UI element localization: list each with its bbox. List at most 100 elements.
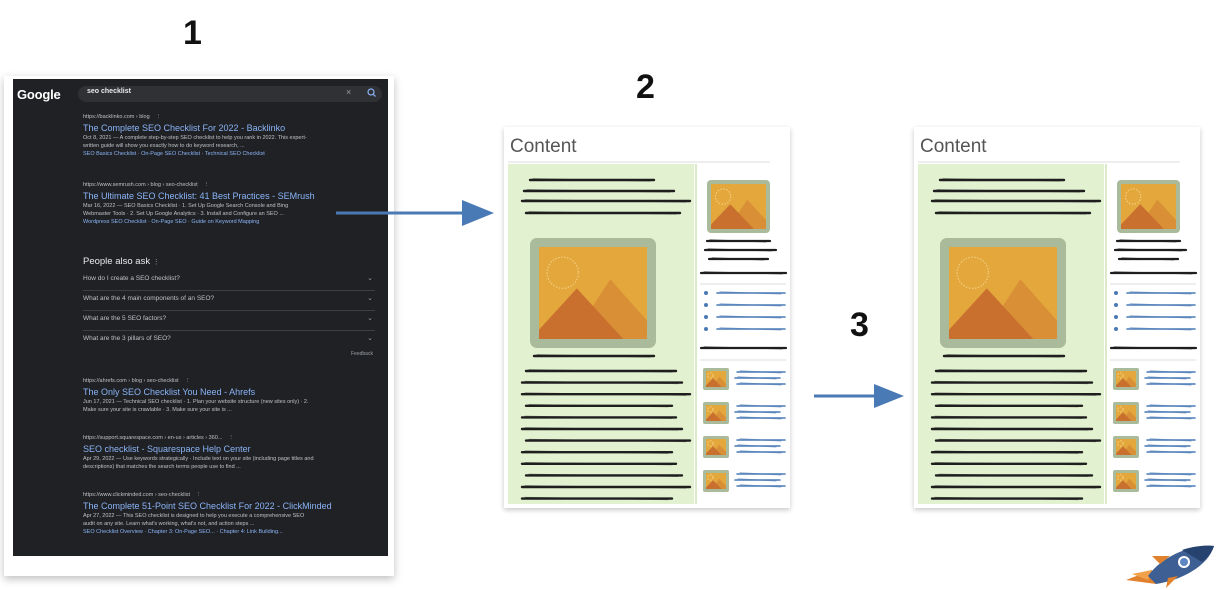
mountain-icon: [706, 480, 722, 489]
text-line: [711, 257, 765, 261]
bullet-icon: [704, 315, 708, 319]
search-engine-logo: Google: [17, 87, 61, 102]
result-url: https://www.semrush.com › blog › seo-che…: [83, 182, 210, 188]
search-result: https://support.squarespace.com › en-us …: [83, 434, 373, 471]
search-query: seo checklist: [87, 88, 131, 95]
result-title-link[interactable]: SEO checklist - Squarespace Help Center: [83, 444, 251, 454]
text-line: [934, 380, 1089, 385]
text-line: [1147, 410, 1187, 414]
sun-icon: [1117, 440, 1124, 447]
search-result: https://ahrefs.com › blog › seo-checklis…: [83, 377, 373, 414]
sun-icon: [546, 256, 579, 289]
result-snippet: Mar 16, 2022 — SEO Basics Checklist · 1.…: [83, 203, 289, 209]
text-line: [526, 189, 671, 193]
text-line: [1129, 315, 1192, 319]
bullet-icon: [1114, 315, 1118, 319]
content-wireframe-page: Content: [914, 127, 1200, 508]
text-line: [934, 496, 1079, 501]
sun-icon: [707, 406, 714, 413]
text-line: [934, 415, 1083, 419]
text-line: [528, 404, 669, 408]
people-also-ask-question[interactable]: How do I create a SEO checklist?⌄: [83, 272, 375, 291]
text-line: [934, 462, 1083, 466]
result-sitelinks[interactable]: SEO Basics Checklist · On-Page SEO Check…: [83, 151, 265, 157]
sun-icon: [956, 256, 989, 289]
mountain-icon: [1116, 378, 1132, 387]
text-line: [737, 478, 777, 482]
result-snippet: Jun 17, 2021 — Technical SEO checklist ·…: [83, 399, 309, 405]
text-line: [934, 392, 1097, 396]
step-number-1: 1: [183, 14, 202, 52]
text-line: [1117, 248, 1183, 252]
result-snippet: audit on any site. Learn what's working,…: [83, 521, 255, 527]
text-line: [739, 370, 782, 374]
text-line: [524, 485, 687, 489]
text-line: [739, 382, 782, 386]
text-line: [1149, 438, 1192, 442]
search-icon[interactable]: [365, 87, 379, 99]
close-icon[interactable]: ×: [346, 87, 352, 97]
result-title-link[interactable]: The Ultimate SEO Checklist: 41 Best Prac…: [83, 191, 315, 201]
result-url: https://support.squarespace.com › en-us …: [83, 435, 234, 441]
search-results-screenshot: Google seo checklist × https://backlinko…: [4, 76, 394, 576]
result-snippet: written guide will show you exactly how …: [83, 143, 245, 149]
search-bar[interactable]: seo checklist ×: [78, 86, 382, 102]
search-result: https://www.semrush.com › blog › seo-che…: [83, 181, 373, 226]
bullet-icon: [1114, 291, 1118, 295]
bullet-icon: [704, 303, 708, 307]
text-line: [946, 354, 1061, 358]
arrow-right-icon: [814, 384, 904, 408]
text-line: [934, 485, 1097, 489]
result-sitelinks[interactable]: SEO Checklist Overview · Chapter 3: On-P…: [83, 529, 283, 535]
text-line: [1129, 291, 1192, 295]
search-result: https://www.clickminded.com › seo-checkl…: [83, 491, 373, 536]
text-line: [1149, 370, 1192, 374]
people-also-ask-question[interactable]: What are the 3 pillars of SEO?⌄: [83, 332, 375, 350]
text-line: [703, 271, 783, 275]
people-also-ask-question[interactable]: What are the 5 SEO factors?⌄: [83, 312, 375, 331]
mountain-icon: [949, 288, 1034, 339]
chevron-down-icon: ⌄: [367, 315, 373, 322]
text-line: [524, 427, 679, 431]
sun-icon: [1117, 406, 1124, 413]
mountain-icon: [706, 412, 722, 421]
mountain-icon: [1121, 204, 1164, 229]
result-url: https://backlinko.com › blog⋮: [83, 114, 162, 120]
result-url: https://www.clickminded.com › seo-checkl…: [83, 492, 202, 498]
bullet-icon: [1114, 327, 1118, 331]
text-line: [739, 416, 782, 420]
mountain-icon: [1116, 446, 1132, 455]
result-snippet: Apr 27, 2022 — This SEO checklist is des…: [83, 513, 305, 519]
text-line: [1149, 472, 1192, 476]
mountain-icon: [706, 378, 722, 387]
mountain-icon: [539, 288, 624, 339]
text-line: [739, 472, 782, 476]
sun-icon: [707, 440, 714, 447]
result-title-link[interactable]: The Only SEO Checklist You Need - Ahrefs: [83, 387, 256, 397]
bullet-icon: [704, 327, 708, 331]
text-line: [1149, 484, 1192, 488]
feedback-link[interactable]: Feedback: [351, 351, 373, 357]
text-line: [1129, 303, 1192, 307]
text-line: [1149, 382, 1192, 386]
text-line: [942, 178, 1061, 182]
bullet-icon: [704, 291, 708, 295]
result-title-link[interactable]: The Complete SEO Checklist For 2022 - Ba…: [83, 123, 286, 133]
text-line: [536, 354, 651, 358]
text-line: [1121, 257, 1175, 261]
text-line: [1147, 376, 1187, 380]
arrow-right-icon: [336, 200, 494, 226]
people-also-ask-question[interactable]: What are the 4 main components of an SEO…: [83, 292, 375, 311]
result-sitelinks[interactable]: Wordpress SEO Checklist · On-Page SEO · …: [83, 219, 260, 225]
text-line: [524, 380, 679, 385]
result-title-link[interactable]: The Complete 51-Point SEO Checklist For …: [83, 501, 332, 511]
text-line: [524, 496, 669, 501]
text-line: [739, 484, 782, 488]
text-line: [1149, 404, 1192, 408]
text-line: [938, 211, 1087, 215]
text-line: [528, 438, 687, 443]
text-line: [934, 450, 1079, 454]
text-line: [707, 248, 773, 252]
text-line: [934, 199, 1097, 203]
text-line: [532, 178, 651, 182]
